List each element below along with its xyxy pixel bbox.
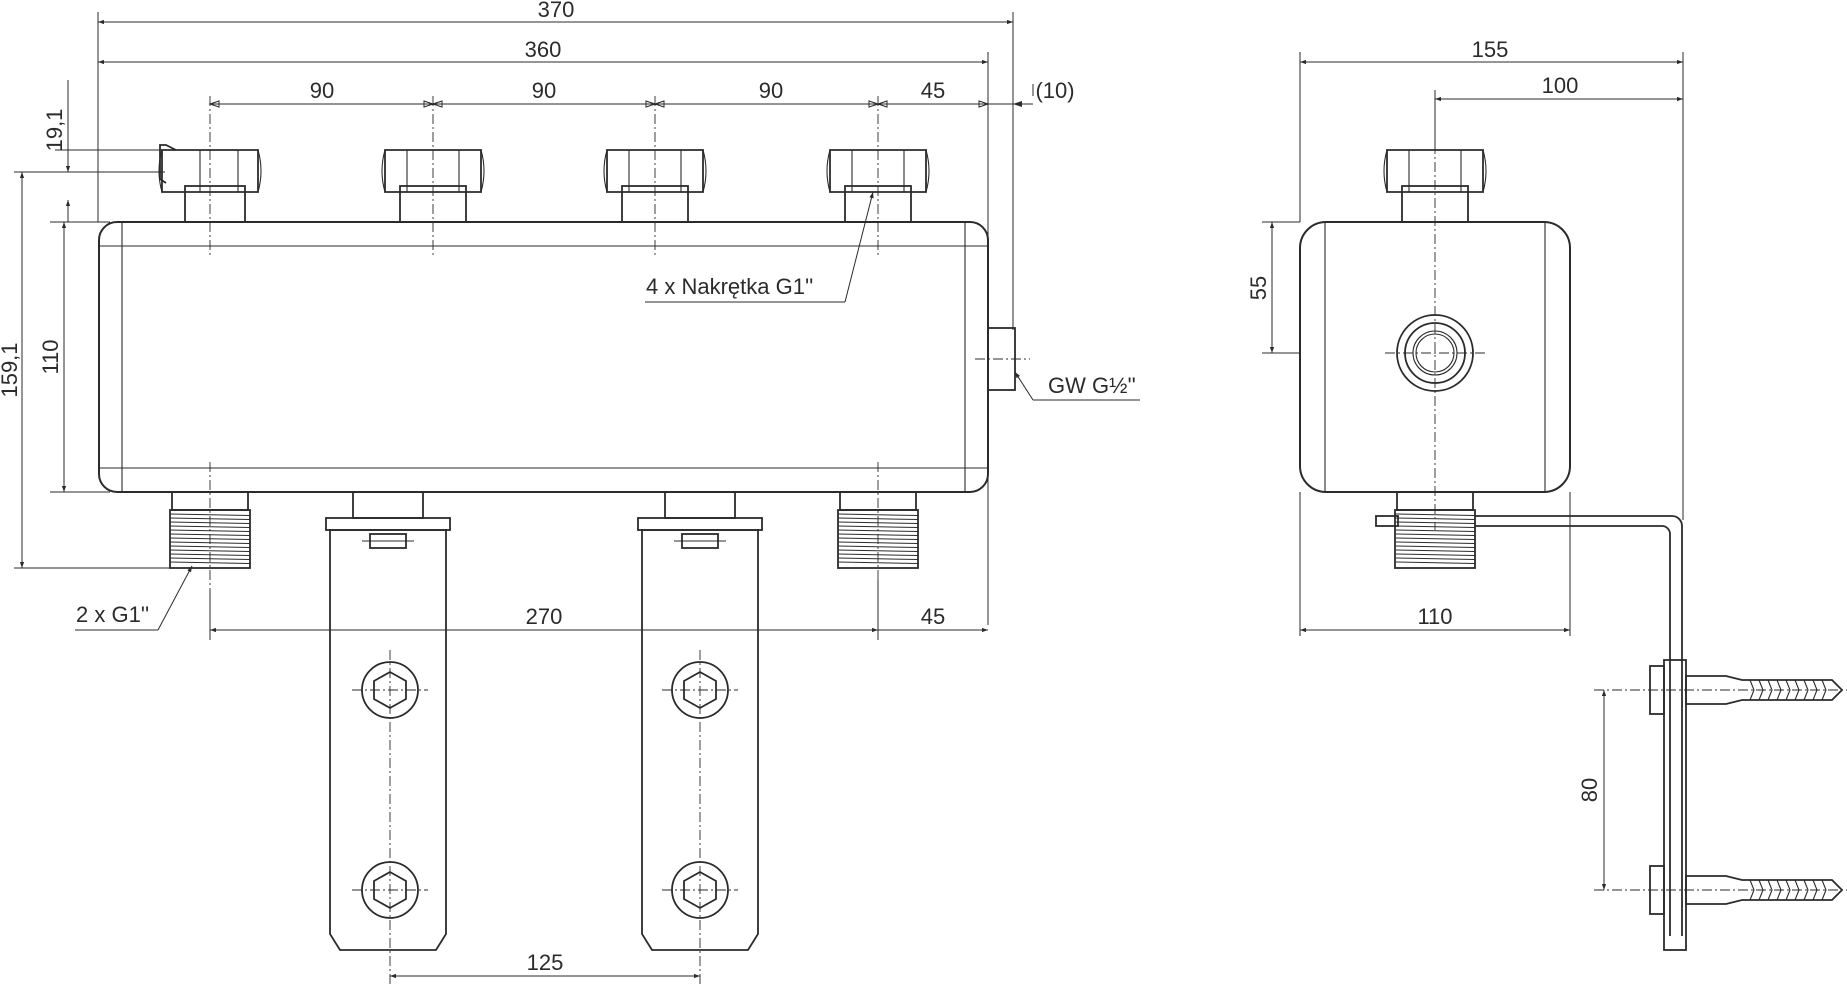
side-bottom-thread: [1375, 491, 1476, 569]
mounting-bracket-left: [325, 491, 451, 986]
dim-side-depth: 110: [1417, 604, 1452, 629]
dim-nut-height: 19,1: [42, 109, 67, 152]
side-port-leader: [1014, 371, 1034, 401]
dim-offset-ref: (10): [1035, 78, 1074, 103]
side-port-circle: [1385, 314, 1485, 392]
dim-body-width: 360: [525, 37, 562, 62]
callout-nuts: 4 x Nakrętka G1'': [646, 274, 813, 299]
dim-bottom-end: 45: [921, 604, 945, 629]
wall-anchor-top: [1594, 665, 1847, 715]
top-nut-1: [158, 96, 262, 256]
side-top-nut: [1383, 149, 1487, 223]
bottom-thread-right: [837, 462, 919, 630]
callout-side-port: GW G½'': [1048, 373, 1136, 398]
wall-bracket: [1475, 515, 1687, 951]
top-nut-2: [381, 96, 485, 256]
top-nut-4: [826, 96, 930, 256]
dim-end-offset: 45: [921, 78, 945, 103]
threads-leader: [157, 565, 193, 631]
dim-spacing-1: 90: [310, 78, 334, 103]
dim-body-height: 110: [38, 339, 63, 374]
dim-anchor-spacing: 80: [1577, 778, 1602, 802]
dim-spacing-3: 90: [759, 78, 783, 103]
dim-side-port-height: 55: [1246, 276, 1271, 300]
front-view: 370 360 90 90 90 45 (10) 19,1 159,1 110: [0, 0, 1140, 986]
nuts-leader: [844, 191, 874, 303]
dim-total-height: 159,1: [0, 342, 22, 397]
top-nut-3: [603, 96, 707, 256]
dim-overall-width: 370: [538, 0, 575, 22]
dim-bracket-spacing: 125: [527, 950, 564, 975]
wall-anchor-bottom: [1594, 865, 1847, 915]
callout-bottom-threads: 2 x G1'': [76, 602, 149, 627]
mounting-bracket-right: [637, 491, 763, 986]
dim-bottom-span: 270: [526, 604, 563, 629]
dim-side-center: 100: [1542, 73, 1579, 98]
side-view: 155 100 55: [1246, 37, 1847, 951]
dim-side-width: 155: [1472, 37, 1509, 62]
dim-spacing-2: 90: [532, 78, 556, 103]
